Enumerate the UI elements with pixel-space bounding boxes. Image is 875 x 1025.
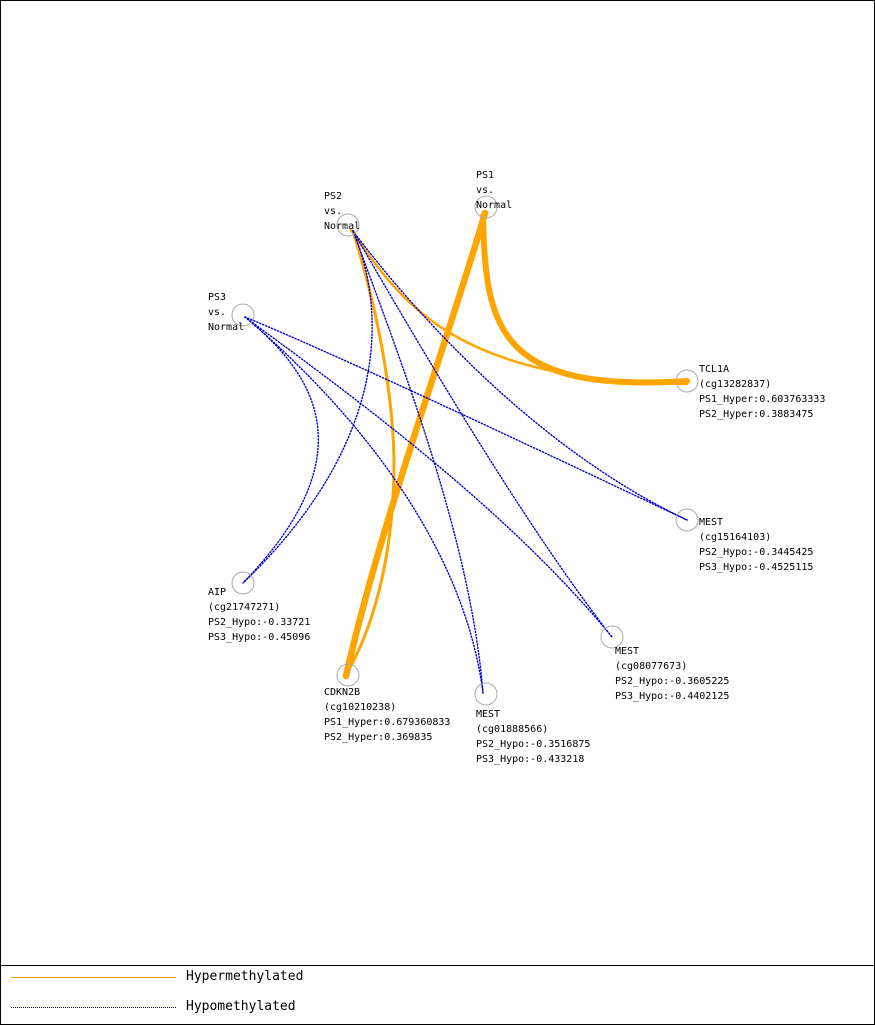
node-label-line: PS3_Hypo:-0.4525115 (699, 562, 813, 573)
node-label-line: CDKN2B (324, 687, 360, 698)
node-label-line: PS3_Hypo:-0.433218 (476, 754, 584, 765)
node-label-line: PS2_Hyper:0.3883475 (699, 409, 813, 420)
node-mest-cg08077673[interactable]: MEST (cg08077673) PS2_Hypo:-0.3605225PS3_H… (600, 625, 729, 702)
node-label-line: (cg13282837) (699, 379, 771, 390)
node-circle[interactable] (231, 571, 255, 595)
edge-ps2-mest1-hypomethylated (352, 230, 688, 521)
node-label-line: vs. (476, 185, 494, 196)
node-label-line: MEST (615, 646, 639, 657)
node-circle[interactable] (474, 195, 498, 219)
node-label-line: Normal (476, 200, 512, 211)
node-label-line: PS2_Hypo:-0.3605225 (615, 676, 729, 687)
node-label-line: vs. (324, 206, 342, 217)
node-circle[interactable] (336, 663, 360, 687)
node-ps2[interactable]: PS2 vs. Normal (324, 191, 360, 237)
node-label-line: PS2_Hypo:-0.3445425 (699, 547, 813, 558)
node-label-line: PS2_Hyper:0.369835 (324, 732, 432, 743)
node-ps3[interactable]: PS3 vs. Normal (208, 292, 255, 333)
node-label-line: PS3_Hypo:-0.45096 (208, 632, 310, 643)
nodes-layer: PS1vs.NormalPS2vs.NormalPS3vs.NormalTCL1… (208, 170, 825, 765)
node-circle[interactable] (231, 303, 255, 327)
node-label-line: vs. (208, 307, 226, 318)
edge-ps2-tcl1a-hypermethylated (349, 228, 689, 386)
node-label-line: (cg21747271) (208, 602, 280, 613)
edge-ps3-aip-hypomethylated (242, 316, 319, 584)
legend-swatch-hyper (11, 977, 176, 978)
edge-ps2-aip-hypomethylated (242, 230, 373, 584)
node-tcl1a[interactable]: TCL1A (cg13282837) PS1_Hyper:0.603763333PS… (675, 364, 825, 420)
node-label-line: MEST (699, 517, 723, 528)
node-label-line: PS2_Hypo:-0.33721 (208, 617, 310, 628)
node-label-line: PS3 (208, 292, 226, 303)
node-aip[interactable]: AIP (cg21747271) PS2_Hypo:-0.33721PS3_Hypo… (208, 571, 310, 643)
legend-label-hypo: Hypomethylated (186, 999, 296, 1014)
node-label-line: Normal (208, 322, 244, 333)
node-label-line: PS2 (324, 191, 342, 202)
legend-item-hypo: Hypomethylated (1, 996, 874, 1020)
edges-layer (242, 209, 690, 694)
legend-swatch-hypo (11, 1007, 176, 1008)
node-ps1[interactable]: PS1 vs. Normal (474, 170, 512, 219)
node-circle[interactable] (474, 682, 498, 706)
node-label-line: (cg10210238) (324, 702, 396, 713)
node-mest-cg01888566[interactable]: MEST (cg01888566) PS2_Hypo:-0.3516875PS3_H… (474, 682, 590, 765)
node-label-line: TCL1A (699, 364, 729, 375)
node-label-line: MEST (476, 709, 500, 720)
node-label-line: PS1_Hyper:0.679360833 (324, 717, 450, 728)
node-label-line: PS1_Hyper:0.603763333 (699, 394, 825, 405)
node-circle[interactable] (675, 369, 699, 393)
node-label-line: (cg15164103) (699, 532, 771, 543)
node-label-line: (cg01888566) (476, 724, 548, 735)
node-label-line: PS3_Hypo:-0.4402125 (615, 691, 729, 702)
node-label-line: AIP (208, 587, 226, 598)
node-label-line: PS1 (476, 170, 494, 181)
node-label-line: (cg08077673) (615, 661, 687, 672)
edge-ps2-cdkn2b-hypermethylated (346, 229, 396, 673)
edge-ps1-cdkn2b-hypermethylated (342, 209, 489, 680)
edge-ps3-mest1-hypomethylated (244, 316, 688, 521)
edge-ps1-tcl1a-hypermethylated (480, 213, 690, 386)
node-label-line: Normal (324, 221, 360, 232)
edge-ps2-mest2-hypomethylated (352, 230, 613, 638)
node-cdkn2b[interactable]: CDKN2B (cg10210238) PS1_Hyper:0.679360833P… (324, 663, 450, 743)
node-circle[interactable] (336, 213, 360, 237)
edge-ps3-mest2-hypomethylated (244, 316, 613, 638)
node-mest-cg15164103[interactable]: MEST (cg15164103) PS2_Hypo:-0.3445425PS3_H… (675, 508, 813, 573)
node-circle[interactable] (600, 625, 624, 649)
node-label-line: PS2_Hypo:-0.3516875 (476, 739, 590, 750)
edge-ps2-mest3-hypomethylated (352, 230, 484, 694)
legend-item-hyper: Hypermethylated (1, 966, 874, 990)
methylation-network-graph: PS1vs.NormalPS2vs.NormalPS3vs.NormalTCL1… (208, 170, 825, 765)
legend-label-hyper: Hypermethylated (186, 969, 304, 984)
edge-ps3-mest3-hypomethylated (244, 316, 484, 694)
legend: Hypermethylated Hypomethylated (1, 965, 874, 1025)
node-circle[interactable] (675, 508, 699, 532)
